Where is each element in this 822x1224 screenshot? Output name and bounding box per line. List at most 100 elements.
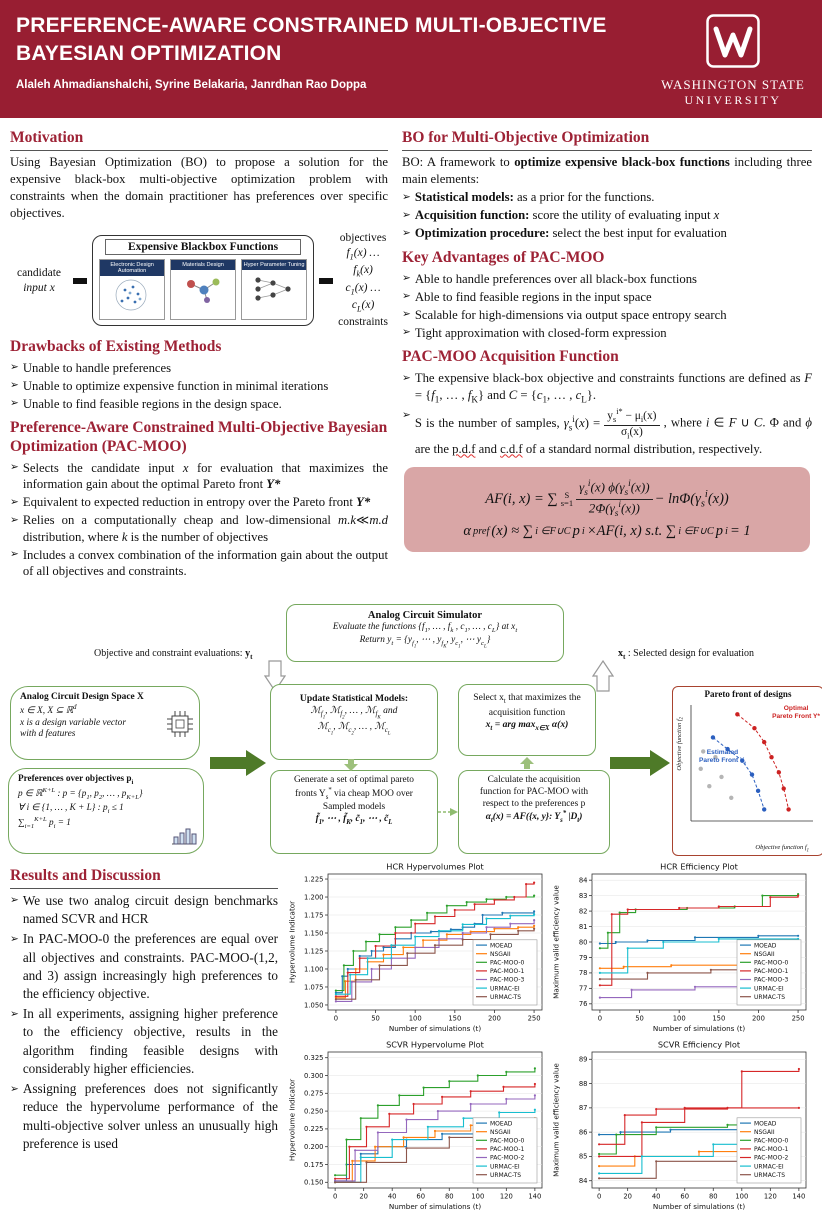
svg-text:1.225: 1.225 xyxy=(304,875,323,883)
bullet-arrow-icon: ➢ xyxy=(10,379,19,391)
bullet-arrow-icon: ➢ xyxy=(10,513,19,526)
bullet-arrow-icon: ➢ xyxy=(10,548,19,561)
svg-text:MOEAD: MOEAD xyxy=(490,942,513,949)
svg-text:MOEAD: MOEAD xyxy=(754,1120,777,1127)
svg-text:80: 80 xyxy=(445,1193,454,1201)
bullet-arrow-icon: ➢ xyxy=(10,361,19,373)
svg-text:PAC-MOO-0: PAC-MOO-0 xyxy=(754,960,789,967)
bullet-item: ➢Able to find feasible regions in the in… xyxy=(402,289,652,304)
flow-arrow-left-to-middle-icon xyxy=(210,750,266,776)
svg-text:0.225: 0.225 xyxy=(304,1125,323,1133)
blackbox-functions-box: Expensive Blackbox Functions Electronic … xyxy=(92,235,315,326)
svg-text:89: 89 xyxy=(579,1056,588,1064)
calculate-acquisition-box: Calculate the acquisition function for P… xyxy=(458,770,610,854)
svg-text:78: 78 xyxy=(579,969,588,977)
svg-text:87: 87 xyxy=(579,1104,588,1112)
svg-text:URMAC-EI: URMAC-EI xyxy=(754,1163,784,1170)
svg-text:1.150: 1.150 xyxy=(304,929,323,937)
motivation-body: Using Bayesian Optimization (BO) to prop… xyxy=(10,154,388,220)
svg-text:250: 250 xyxy=(792,1015,805,1023)
svg-text:82: 82 xyxy=(579,907,588,915)
svg-text:0.275: 0.275 xyxy=(304,1090,323,1098)
svg-text:PAC-MOO-1: PAC-MOO-1 xyxy=(490,1146,525,1153)
eda-scatter-icon xyxy=(115,279,147,311)
update-models-box: Update Statistical Models: ℳf1, ℳf2, … ,… xyxy=(270,684,438,760)
bullet-arrow-icon: ➢ xyxy=(10,461,19,474)
svg-text:0.175: 0.175 xyxy=(304,1161,323,1169)
svg-text:SCVR Hypervolume Plot: SCVR Hypervolume Plot xyxy=(386,1040,485,1050)
bullet-item: ➢Unable to find feasible regions in the … xyxy=(10,396,282,411)
bullet-item: ➢Selects the candidate input x for evalu… xyxy=(10,460,388,492)
chip-icon xyxy=(167,711,193,737)
results-heading: Results and Discussion xyxy=(10,867,278,889)
svg-text:MOEAD: MOEAD xyxy=(754,942,777,949)
svg-text:150: 150 xyxy=(712,1015,725,1023)
svg-text:50: 50 xyxy=(371,1015,380,1023)
wsu-cougar-icon xyxy=(706,14,760,68)
bullet-item: ➢We use two analog circuit design benchm… xyxy=(10,892,278,928)
gamma-fraction: ysi* − μi(x)σi(x) xyxy=(604,407,660,440)
pareto-ylabel: Objective function f2 xyxy=(676,717,685,771)
select-design-box: Select xt that maximizes the acquisition… xyxy=(458,684,596,756)
bullet-arrow-icon: ➢ xyxy=(402,308,411,321)
results-section: Results and Discussion ➢We use two analo… xyxy=(10,860,278,1222)
svg-text:0.325: 0.325 xyxy=(304,1054,323,1062)
acquisition-heading: PAC-MOO Acquisition Function xyxy=(402,348,619,366)
generate-pareto-box: Generate a set of optimal pareto fronts … xyxy=(270,770,438,854)
network-icon xyxy=(255,276,291,301)
svg-text:Maximum valid efficiency value: Maximum valid efficiency value xyxy=(552,1063,561,1177)
bullet-arrow-icon: ➢ xyxy=(10,932,19,945)
svg-text:0.150: 0.150 xyxy=(304,1179,323,1187)
svg-text:HCR Hypervolumes Plot: HCR Hypervolumes Plot xyxy=(386,862,484,872)
svg-text:NSGAII: NSGAII xyxy=(754,1129,775,1136)
pdf-term: p.d.f xyxy=(452,441,476,456)
svg-text:86: 86 xyxy=(579,1128,588,1136)
tile-eda: Electronic Design Automation xyxy=(99,259,166,320)
svg-text:60: 60 xyxy=(416,1193,425,1201)
svg-text:Maximum valid efficiency value: Maximum valid efficiency value xyxy=(552,885,561,999)
simulator-box: Analog Circuit Simulator Evaluate the fu… xyxy=(286,604,564,662)
svg-text:79: 79 xyxy=(579,954,588,962)
svg-text:0.250: 0.250 xyxy=(304,1107,323,1115)
pacmoo-heading: Preference-Aware Constrained Multi-Objec… xyxy=(10,419,388,455)
optimal-front-label: Optimal Pareto Front Y* xyxy=(772,705,820,720)
svg-text:250: 250 xyxy=(528,1015,541,1023)
svg-text:URMAC-EI: URMAC-EI xyxy=(490,1163,520,1170)
pareto-xlabel: Objective function f1 xyxy=(755,843,809,853)
svg-text:100: 100 xyxy=(409,1015,422,1023)
arrow-right-icon xyxy=(73,272,88,289)
svg-text:Number of simulations (t): Number of simulations (t) xyxy=(653,1202,745,1211)
right-column: BO for Multi-Objective Optimization BO: … xyxy=(402,122,812,600)
svg-text:120: 120 xyxy=(764,1193,777,1201)
bullet-item: ➢Unable to handle preferences xyxy=(10,360,172,375)
pareto-panel-title: Pareto front of designs xyxy=(704,689,792,699)
svg-text:PAC-MOO-3: PAC-MOO-3 xyxy=(490,977,525,984)
wsu-logo: WASHINGTON STATE UNIVERSITY xyxy=(658,12,808,110)
svg-text:1.050: 1.050 xyxy=(304,1001,323,1009)
svg-text:40: 40 xyxy=(652,1193,661,1201)
svg-text:URMAC-EI: URMAC-EI xyxy=(490,985,520,992)
svg-text:140: 140 xyxy=(528,1193,541,1201)
svg-text:0: 0 xyxy=(598,1015,602,1023)
bullet-item: ➢Optimization procedure: select the best… xyxy=(402,226,727,241)
svg-text:80: 80 xyxy=(579,938,588,946)
bullet-item: ➢Statistical models: as a prior for the … xyxy=(402,190,655,205)
main-columns: Motivation Using Bayesian Optimization (… xyxy=(0,118,822,600)
tile-materials: Materials Design xyxy=(170,259,237,320)
svg-text:PAC-MOO-2: PAC-MOO-2 xyxy=(754,1155,789,1162)
blackbox-title: Expensive Blackbox Functions xyxy=(105,239,302,256)
svg-text:URMAC-TS: URMAC-TS xyxy=(754,1172,785,1179)
svg-text:URMAC-TS: URMAC-TS xyxy=(490,1172,521,1179)
svg-text:Number of simulations (t): Number of simulations (t) xyxy=(389,1202,481,1211)
svg-text:PAC-MOO-0: PAC-MOO-0 xyxy=(490,1138,525,1145)
flow-arrow-middle-to-pareto-icon xyxy=(610,750,670,776)
small-arrow-up-icon xyxy=(520,757,534,769)
selected-design-label: xt : Selected design for evaluation xyxy=(618,648,754,661)
advantages-heading: Key Advantages of PAC-MOO xyxy=(402,248,605,266)
dashed-arrow-right-icon xyxy=(438,808,458,816)
svg-text:0: 0 xyxy=(333,1193,337,1201)
